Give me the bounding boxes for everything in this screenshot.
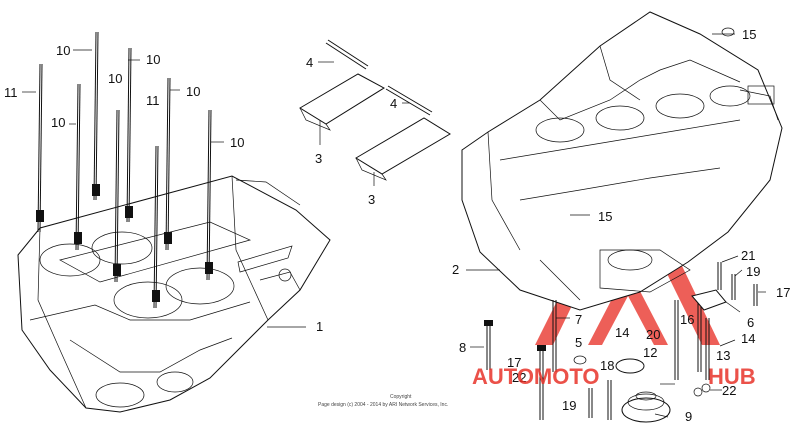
callout-11-a: 11	[4, 85, 18, 100]
copyright-line-2: Page design (c) 2004 - 2014 by ARI Netwo…	[318, 402, 448, 408]
callout-6: 6	[747, 315, 754, 330]
callout-9: 9	[685, 409, 692, 424]
callout-11-b: 11	[146, 93, 160, 108]
separator-plates	[299, 39, 451, 181]
callout-2: 2	[452, 262, 459, 277]
stud-11-mid	[153, 145, 157, 309]
stud-11-left	[37, 63, 41, 233]
stud-10-d	[126, 47, 130, 223]
callout-13: 13	[716, 348, 730, 363]
callout-4-a: 4	[306, 55, 313, 70]
callout-14-b: 14	[741, 331, 755, 346]
watermark-left: AUTOMOTO	[472, 364, 600, 389]
callout-10-d: 10	[146, 52, 160, 67]
callout-10-f: 10	[230, 135, 244, 150]
callout-5: 5	[575, 335, 582, 350]
callout-16: 16	[680, 312, 694, 327]
lower-crankcase	[461, 11, 783, 311]
callout-17-a: 17	[507, 355, 521, 370]
cylinder-studs	[36, 31, 213, 309]
callout-4-b: 4	[390, 96, 397, 111]
leader-lines	[22, 33, 766, 418]
callout-14-a: 14	[615, 325, 629, 340]
copyright-caption: Copyright Page design (c) 2004 - 2014 by…	[318, 394, 448, 408]
callout-labels: 1 2 3 3 4 4 5 6 7 8 9 10 10 10 10 10 10 …	[4, 27, 790, 424]
callout-10-c: 10	[108, 71, 122, 86]
callout-20: 20	[646, 327, 660, 342]
callout-10-a: 10	[56, 43, 70, 58]
callout-15-a: 15	[742, 27, 756, 42]
seal-12	[615, 358, 645, 374]
callout-12: 12	[643, 345, 657, 360]
stud-10-f	[206, 109, 210, 281]
upper-crankcase	[17, 175, 331, 413]
stud-10-b	[93, 31, 97, 201]
callout-7: 7	[575, 312, 582, 327]
callout-3-b: 3	[368, 192, 375, 207]
callout-17-b: 17	[776, 285, 790, 300]
dowel-15	[721, 27, 735, 37]
callout-15-b: 15	[598, 209, 612, 224]
callout-10-b: 10	[51, 115, 65, 130]
stud-10-e	[165, 77, 169, 251]
callout-10-e: 10	[186, 84, 200, 99]
callout-19-b: 19	[746, 264, 760, 279]
watermark-right: HUB	[708, 364, 756, 389]
callout-22-a: 22	[512, 370, 526, 385]
callout-19-a: 19	[562, 398, 576, 413]
callout-18: 18	[600, 358, 614, 373]
copyright-line-1: Copyright	[390, 394, 412, 400]
callout-22-b: 22	[722, 383, 736, 398]
callout-1: 1	[316, 319, 323, 334]
stud-10-a	[75, 83, 79, 251]
callout-8: 8	[459, 340, 466, 355]
stud-10-c	[114, 109, 118, 283]
callout-3-a: 3	[315, 151, 322, 166]
callout-21: 21	[741, 248, 755, 263]
watermark-text: AUTOMOTO HUB	[472, 364, 756, 389]
small-parts	[484, 262, 758, 423]
